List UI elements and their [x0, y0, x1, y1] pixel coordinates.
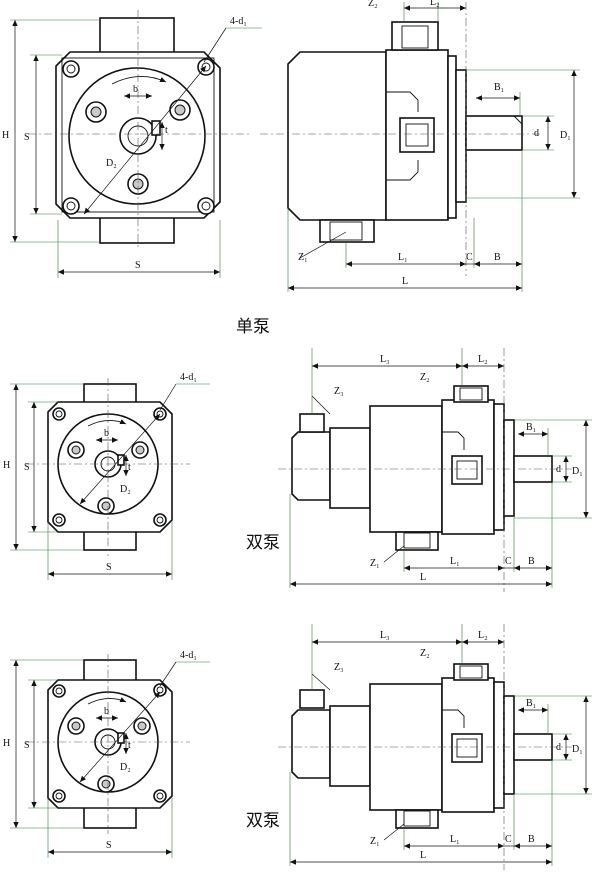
front-d2-label: D₂: [120, 484, 131, 495]
side-c-label: C: [505, 834, 512, 845]
front-s-horizontal-label: S: [106, 840, 112, 851]
side-z1-label: Z₁: [298, 252, 308, 263]
side-l2-label: L₂: [478, 630, 488, 641]
side-l1-label: L₁: [450, 834, 460, 845]
front-d2-label: D₂: [106, 158, 117, 169]
side-l-label: L: [420, 572, 426, 583]
front-holes-label: 4-d₁: [180, 650, 197, 661]
side-c-label: C: [466, 252, 473, 263]
front-b-label: b: [104, 706, 109, 717]
front-d2-label: D₂: [120, 762, 131, 773]
double-pump-caption-1: 双泵: [246, 533, 280, 553]
front-s-vertical-label: S: [24, 740, 30, 751]
side-d-label: d: [556, 464, 561, 475]
side-d1-label: D₁: [572, 466, 583, 477]
front-s-horizontal-label: S: [106, 562, 112, 573]
front-t-label: t: [128, 740, 131, 751]
double-pump-side-view-1: L₃ L₂ Z₃ Z₂ B₁ d D₁ Z₁ L₁ C B L: [278, 348, 592, 592]
double-pump-view-1: H S S 4-d₁ b t D₂: [3, 348, 592, 592]
side-d-label: d: [556, 742, 561, 753]
side-z2-label: Z₂: [420, 648, 430, 659]
double-pump-caption-2: 双泵: [246, 811, 280, 831]
side-l-label: L: [402, 276, 408, 287]
double-pump-front-view-2: H S S 4-d₁ b t D₂: [3, 650, 210, 858]
side-b1-label: B₁: [494, 82, 504, 93]
side-z2-label: Z₂: [420, 372, 430, 383]
front-t-label: t: [128, 462, 131, 473]
side-z1-label: Z₁: [370, 836, 380, 847]
side-l3-label: L₃: [380, 354, 390, 365]
side-b1-label: B₁: [526, 698, 536, 709]
front-h-label: H: [2, 130, 9, 141]
single-pump-view: H S S 4-d₁ b t D₂: [2, 0, 580, 337]
side-c-label: C: [505, 556, 512, 567]
side-z3-label: Z₃: [334, 662, 344, 673]
side-l1-label: L₁: [398, 252, 408, 263]
double-pump-side-view-2: L₃ L₂ Z₃ Z₂ B₁ d D₁ Z₁ L₁ C B L: [278, 624, 592, 870]
front-h-label: H: [3, 738, 10, 749]
single-pump-front-view: H S S 4-d₁ b t D₂: [2, 10, 262, 278]
side-b-label: B: [528, 556, 535, 567]
front-s-horizontal-label: S: [135, 260, 141, 271]
front-b-label: b: [133, 84, 138, 95]
side-l3-label: L₃: [380, 630, 390, 641]
double-pump-view-2: H S S 4-d₁ b t D₂: [3, 624, 592, 870]
side-l1-label: L₁: [450, 556, 460, 567]
side-z2-label: Z₂: [368, 0, 378, 9]
side-b1-label: B₁: [526, 422, 536, 433]
front-b-label: b: [104, 428, 109, 439]
front-h-label: H: [3, 460, 10, 471]
side-d-label: d: [534, 128, 539, 139]
side-b-label: B: [494, 252, 501, 263]
side-l-label: L: [420, 850, 426, 861]
side-b-label: B: [528, 834, 535, 845]
side-l2-label: L₂: [430, 0, 440, 8]
front-s-vertical-label: S: [24, 462, 30, 473]
front-holes-label: 4-d₁: [230, 16, 247, 27]
side-d1-label: D₁: [572, 744, 583, 755]
side-d1-label: D₁: [560, 130, 571, 141]
front-holes-label: 4-d₁: [180, 372, 197, 383]
single-pump-side-view: Z₂ L₂ B₁ d D₁ Z₁ L₁ C B L: [260, 0, 580, 292]
front-t-label: t: [165, 125, 168, 136]
side-z1-label: Z₁: [370, 558, 380, 569]
side-z3-label: Z₃: [334, 386, 344, 397]
side-l2-label: L₂: [478, 354, 488, 365]
double-pump-front-view-1: H S S 4-d₁ b t D₂: [3, 372, 210, 580]
front-s-vertical-label: S: [24, 132, 30, 143]
single-pump-caption: 单泵: [236, 317, 270, 337]
